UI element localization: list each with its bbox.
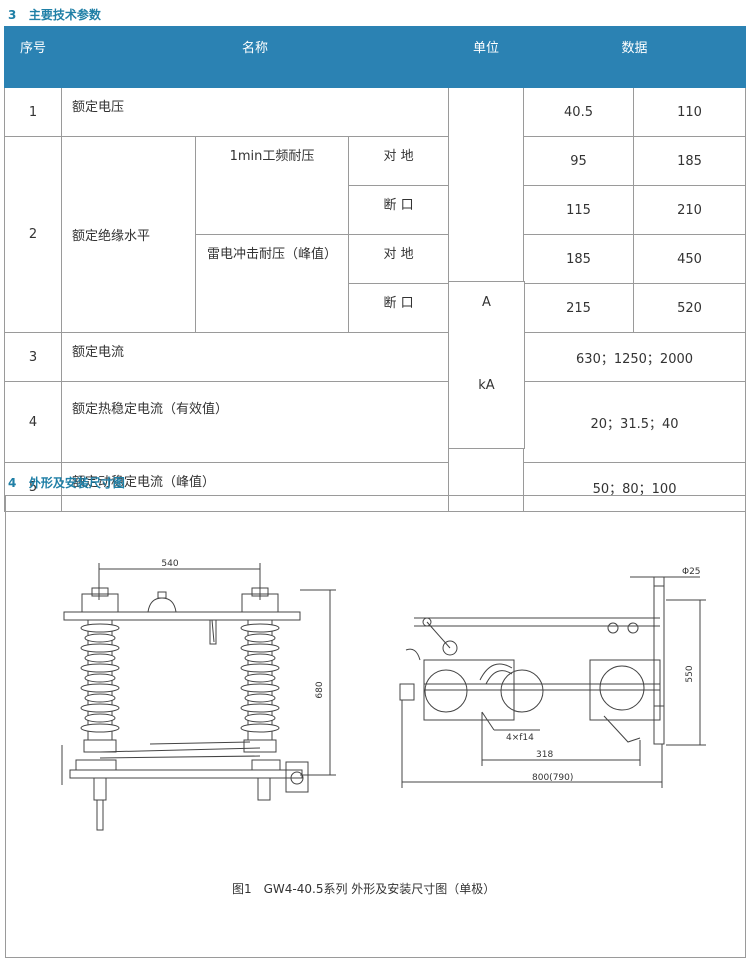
cell-param: 断 口 bbox=[347, 283, 450, 333]
cell-value: 215 bbox=[523, 283, 635, 333]
cell-subname: 1min工频耐压 bbox=[195, 136, 349, 235]
cell-value: 630；1250；2000 bbox=[523, 332, 747, 382]
cell-param: 断 口 bbox=[347, 185, 450, 235]
table-row: 断 口 115 210 bbox=[5, 185, 747, 235]
header-data: 数据 bbox=[523, 26, 747, 88]
insulator-shed bbox=[80, 683, 120, 693]
dim-550: 550 bbox=[685, 665, 695, 682]
cell-seq: 3 bbox=[4, 332, 62, 382]
cell-param: 对 地 bbox=[347, 234, 450, 284]
dim-800: 800(790) bbox=[532, 773, 573, 783]
table-row: 2 额定绝缘水平 1min工频耐压 对 地 95 185 bbox=[4, 136, 747, 333]
cell-value: 450 bbox=[633, 234, 747, 284]
cell-value: 40.5 bbox=[523, 87, 635, 137]
insulator-shed bbox=[80, 703, 120, 713]
insulator-shed bbox=[80, 723, 120, 733]
section-3-title: 主要技术参数 bbox=[28, 8, 101, 22]
cell-value: 520 bbox=[633, 283, 747, 333]
insulator-shed bbox=[80, 643, 120, 653]
dim-680: 680 bbox=[315, 681, 325, 698]
cell-unit-ka: kA bbox=[448, 322, 525, 449]
table-row: 雷电冲击耐压（峰值） 对 地 185 450 bbox=[5, 234, 747, 333]
table-row: 4 额定热稳定电流（有效值） 20；31.5；40 bbox=[4, 381, 747, 463]
insulator-shed bbox=[84, 693, 116, 703]
cell-value: 210 bbox=[633, 185, 747, 235]
insulator-shed bbox=[84, 633, 116, 643]
insulator-shed bbox=[80, 663, 120, 673]
table-row: 断 口 215 520 bbox=[5, 283, 747, 333]
section-4-number: 4 bbox=[8, 476, 17, 490]
section-4-heading: 4 外形及安装尺寸图 bbox=[8, 474, 125, 491]
insulator-shed bbox=[240, 683, 280, 693]
insulator-shed bbox=[84, 713, 116, 723]
dim-phi25: Φ25 bbox=[682, 567, 701, 577]
cell-seq: 2 bbox=[4, 136, 62, 333]
header-seq: 序号 bbox=[4, 26, 62, 88]
header-name: 名称 bbox=[60, 26, 450, 88]
cell-name: 额定绝缘水平 bbox=[61, 136, 196, 333]
cell-unit-a: A bbox=[448, 281, 525, 323]
insulator-shed bbox=[240, 623, 280, 633]
table-header-row: 序号 名称 单位 数据 bbox=[4, 26, 747, 88]
insulator-shed bbox=[80, 623, 120, 633]
unit-a-label: A bbox=[482, 294, 491, 310]
cell-name: 额定热稳定电流（有效值） bbox=[60, 381, 450, 463]
section-3-heading: 3 主要技术参数 bbox=[8, 6, 101, 23]
unit-ka-label: kA bbox=[478, 377, 495, 393]
cell-name: 额定电流 bbox=[60, 332, 450, 382]
section-3-number: 3 bbox=[8, 8, 17, 22]
cell-value: 95 bbox=[523, 136, 635, 186]
cell-seq: 4 bbox=[4, 381, 62, 463]
section-4-title: 外形及安装尺寸图 bbox=[28, 476, 125, 490]
header-unit: 单位 bbox=[448, 26, 525, 88]
cell-name: 额定电压 bbox=[60, 87, 450, 137]
figure-caption: 图1 GW4-40.5系列 外形及安装尺寸图（单极） bbox=[232, 882, 496, 896]
dim-318: 318 bbox=[536, 750, 553, 760]
cell-name: 额定动稳定电流（峰值） bbox=[60, 462, 450, 512]
insulator-shed bbox=[240, 663, 280, 673]
dim-holes: 4×f14 bbox=[506, 733, 534, 743]
insulator-shed bbox=[84, 673, 116, 683]
insulator-shed bbox=[244, 653, 276, 663]
cell-value: 185 bbox=[523, 234, 635, 284]
figure-frame bbox=[5, 495, 746, 958]
insulator-shed bbox=[244, 713, 276, 723]
insulator-shed bbox=[244, 693, 276, 703]
table-row: 3 额定电流 630；1250；2000 bbox=[4, 332, 747, 382]
insulator-shed bbox=[244, 633, 276, 643]
insulator-shed bbox=[240, 703, 280, 713]
cell-value: 50；80；100 bbox=[523, 462, 747, 512]
insulator-shed bbox=[84, 653, 116, 663]
cell-value: 110 bbox=[633, 87, 747, 137]
cell-subname: 雷电冲击耐压（峰值） bbox=[195, 234, 349, 333]
table-row: 5 额定动稳定电流（峰值） 50；80；100 bbox=[4, 462, 747, 512]
insulator-shed bbox=[240, 723, 280, 733]
insulator-shed bbox=[240, 643, 280, 653]
dim-540: 540 bbox=[161, 559, 178, 569]
insulator-shed bbox=[244, 673, 276, 683]
